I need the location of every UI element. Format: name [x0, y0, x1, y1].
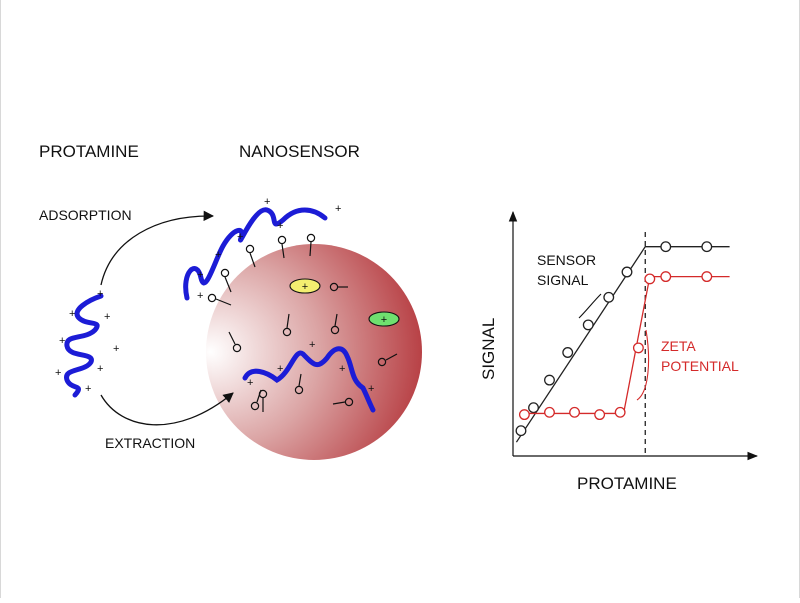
extracted-protamine-chain [242, 346, 376, 413]
charge-free-3: + [104, 311, 110, 323]
charge-top-1: + [264, 196, 270, 208]
ion-exchangers [207, 233, 398, 412]
ion-exchanger-10 [228, 331, 242, 353]
charge-in-4: + [339, 363, 345, 375]
charge-in-1: + [247, 377, 253, 389]
series-layer [515, 241, 730, 443]
sensor-annotation-line2: SIGNAL [537, 272, 589, 288]
zeta-data-point [632, 342, 644, 354]
green-cation [368, 311, 400, 327]
charge-top-7: + [335, 203, 341, 215]
y-axis-label: SIGNAL [479, 318, 498, 380]
protamine-title: PROTAMINE [39, 142, 139, 161]
ion-exchanger-13 [332, 397, 354, 407]
ion-exchanger-6 [329, 282, 348, 292]
zeta-data-point [660, 271, 672, 283]
zeta-data-point [569, 406, 581, 418]
sensor-data-point [660, 241, 672, 253]
charge-in-5: + [368, 383, 374, 395]
zeta-data-point [701, 271, 713, 283]
charge-free-4: + [59, 335, 65, 347]
yellow-cation [289, 278, 321, 294]
sensor-data-point [701, 241, 713, 253]
charge-free-7: + [97, 363, 103, 375]
adsorption-arrow [100, 210, 215, 286]
zeta-data-point [644, 273, 656, 285]
zeta-data-point [614, 406, 626, 418]
sensor-data-point [582, 319, 594, 331]
sensor-data-point [528, 402, 539, 414]
free-protamine-chain [64, 293, 104, 398]
zeta-annotation-line2: POTENTIAL [661, 358, 739, 374]
adsorption-label: ADSORPTION [39, 207, 132, 223]
zeta-data-point [544, 406, 555, 418]
zeta-data-point [594, 409, 606, 421]
zeta-series-line [519, 275, 730, 415]
ion-exchanger-14 [258, 389, 268, 412]
charge-in-3: + [309, 339, 315, 351]
ion-exchanger-3 [277, 235, 287, 259]
zeta-data-point [518, 409, 530, 421]
sensor-callout-line [578, 293, 602, 319]
signal-chart: SENSOR SIGNAL ZETA POTENTIAL PROTAMINE S… [479, 210, 759, 493]
zeta-annotation-line1: ZETA [661, 338, 696, 354]
sensor-annotation-line1: SENSOR [537, 252, 596, 268]
ion-exchanger-4 [306, 233, 316, 257]
ion-exchanger-9 [330, 313, 340, 335]
adsorbed-protamine-chain [183, 207, 328, 301]
sensor-data-point [621, 266, 633, 278]
charge-in-2: + [277, 363, 283, 375]
zeta-callout-line [636, 329, 650, 401]
charge-top-5: + [237, 231, 243, 243]
charge-free-1: + [97, 288, 103, 300]
sensor-data-point [515, 425, 527, 437]
ion-exchanger-1 [220, 268, 232, 293]
yellow-cation-plus: + [302, 281, 308, 293]
ion-exchanger-7 [377, 353, 398, 367]
charge-top-6: + [277, 220, 283, 232]
charge-signs: + + + + + + + + + + + + + + + + + + + + [55, 196, 374, 395]
ion-exchanger-2 [245, 244, 256, 268]
sensor-data-point [562, 347, 574, 358]
charge-top-2: + [197, 269, 203, 281]
nanosensor-sphere [206, 244, 422, 460]
ion-exchanger-12 [294, 373, 304, 395]
charge-free-6: + [55, 367, 61, 379]
charge-free-5: + [113, 343, 119, 355]
nanosensor-title: NANOSENSOR [239, 142, 360, 161]
extraction-arrow [100, 392, 234, 426]
charge-top-3: + [197, 290, 203, 302]
charge-top-4: + [215, 249, 221, 261]
charge-free-2: + [69, 308, 75, 320]
x-axis-label: PROTAMINE [577, 474, 677, 493]
charge-free-8: + [85, 383, 91, 395]
green-cation-plus: + [381, 314, 387, 326]
sensor-data-point [603, 291, 615, 303]
ion-exchanger-8 [282, 313, 292, 337]
extraction-label: EXTRACTION [105, 435, 195, 451]
ion-exchanger-5 [207, 293, 232, 306]
sensor-data-point [544, 374, 555, 386]
